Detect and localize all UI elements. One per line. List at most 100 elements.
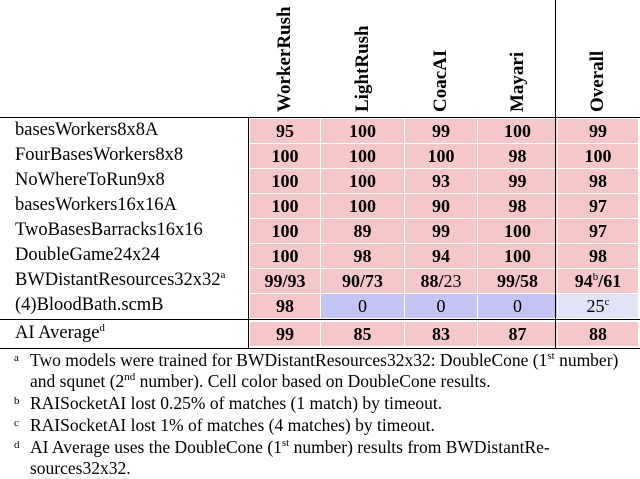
cell-value: 99 [276,324,294,344]
row-label-text: BWDistantResources32x32 [15,270,221,290]
row-label-text: FourBasesWorkers8x8 [15,145,184,165]
table-cell: 100 [250,219,320,243]
row-label-text: basesWorkers8x8A [15,120,159,140]
table-bottom-rule [0,348,640,349]
table-cell: 98 [558,244,638,268]
cell-value: 85 [353,324,372,344]
table-cell: 100 [478,119,557,143]
footnote-d: d AI Average uses the DoubleCone (1st num… [14,437,640,479]
footnote-marker: a [220,268,226,281]
cell-value: 100 [349,146,376,166]
column-header-lightrush: LightRush [348,6,378,112]
footnote-text: AI Average uses the DoubleCone (1st numb… [30,437,550,478]
cell-value: 100 [584,146,612,166]
footnote-marker: d [99,321,105,334]
cell-value: 87 [508,324,527,344]
cell-value: 100 [271,246,299,266]
table-cell: 98 [250,294,320,318]
cell-value: 83 [432,324,450,344]
cell-value: 0 [436,296,446,316]
column-separator [248,117,249,348]
cell-value: 100 [504,246,531,266]
table-cell: 97 [558,194,638,218]
cell-value: 99/58 [496,271,538,291]
table-cell: 99 [478,169,557,193]
table-cell: 100 [405,144,477,168]
column-header-label: Overall [587,50,608,112]
overall-separator [555,0,556,348]
table-cell: 100 [478,219,557,243]
cell-value: 99 [589,121,607,141]
cell-value: 25 [586,296,605,316]
footnote-text: RAISocketAI lost 1% of matches (4 matche… [30,415,435,435]
cell-value: 100 [271,146,299,166]
cell-value: 100 [271,196,299,216]
table-cell: 98 [478,144,557,168]
footnote-marker: c [604,296,610,308]
row-label-text: TwoBasesBarracks16x16 [15,220,203,240]
cell-value: 98 [276,296,294,316]
cell-value: 89 [353,221,372,241]
table-cell: 95 [250,119,320,143]
column-header-coacai: CoacAI [426,6,456,112]
column-header-label: CoacAI [430,49,451,112]
table-cell: 94b/61 [558,269,638,293]
table-cell: 100 [250,244,320,268]
cell-value: 98 [589,171,607,191]
cell-value: 98 [353,246,372,266]
table-cell: 90 [405,194,477,218]
table-cell: 99/58 [478,269,557,293]
cell-value: 88 [589,324,607,344]
table-cell: 0 [405,294,477,318]
cell-value: 98 [589,246,607,266]
row-label-text: NoWhereToRun9x8 [15,170,165,190]
row-label: BWDistantResources32x32a [15,268,225,293]
table-cell: 98 [558,169,638,193]
footnote-mark: d [14,439,20,451]
table-cell: 90/73 [321,269,404,293]
cell-value: 100 [271,221,299,241]
table-cell: 97 [558,219,638,243]
table-cell: 100 [321,144,404,168]
table-cell: 0 [321,294,404,318]
average-cell: 83 [405,322,477,346]
average-cell: 85 [321,322,404,346]
table-cell: 100 [250,144,320,168]
column-header-workerrush: WorkerRush [270,6,300,112]
row-label: basesWorkers16x16A [15,193,177,218]
table-cell: 100 [321,119,404,143]
cell-value: 0 [358,296,367,316]
table-cell: 100 [478,244,557,268]
cell-value: 93 [432,171,450,191]
cell-value: 95 [276,121,294,141]
table-cell: 100 [250,194,320,218]
table-cell: 0 [478,294,557,318]
average-label-text: AI Average [15,323,100,343]
cell-value: 94b/61 [574,271,622,291]
average-row-label: AI Averaged [15,321,105,346]
row-label-text: basesWorkers16x16A [15,195,177,215]
column-header-overall: Overall [583,6,613,112]
row-label: DoubleGame24x24 [15,243,160,268]
table-cell: 94 [405,244,477,268]
cell-value: 97 [589,221,607,241]
table-cell: 100 [321,194,404,218]
row-label-text: (4)BloodBath.scmB [15,295,164,315]
average-cell: 99 [250,322,320,346]
row-label: TwoBasesBarracks16x16 [15,218,203,243]
cell-value: 0 [513,296,522,316]
cell-value: 100 [349,121,376,141]
row-label: FourBasesWorkers8x8 [15,143,183,168]
table-cell: 93 [405,169,477,193]
table-cell: 99 [405,119,477,143]
cell-value: 100 [504,121,531,141]
cell-value: 98 [508,146,527,166]
cell-value: 97 [589,196,607,216]
table-cell: 100 [558,144,638,168]
cell-value: 90 [432,196,450,216]
table-cell: 100 [321,169,404,193]
cell-value: 100 [271,171,299,191]
